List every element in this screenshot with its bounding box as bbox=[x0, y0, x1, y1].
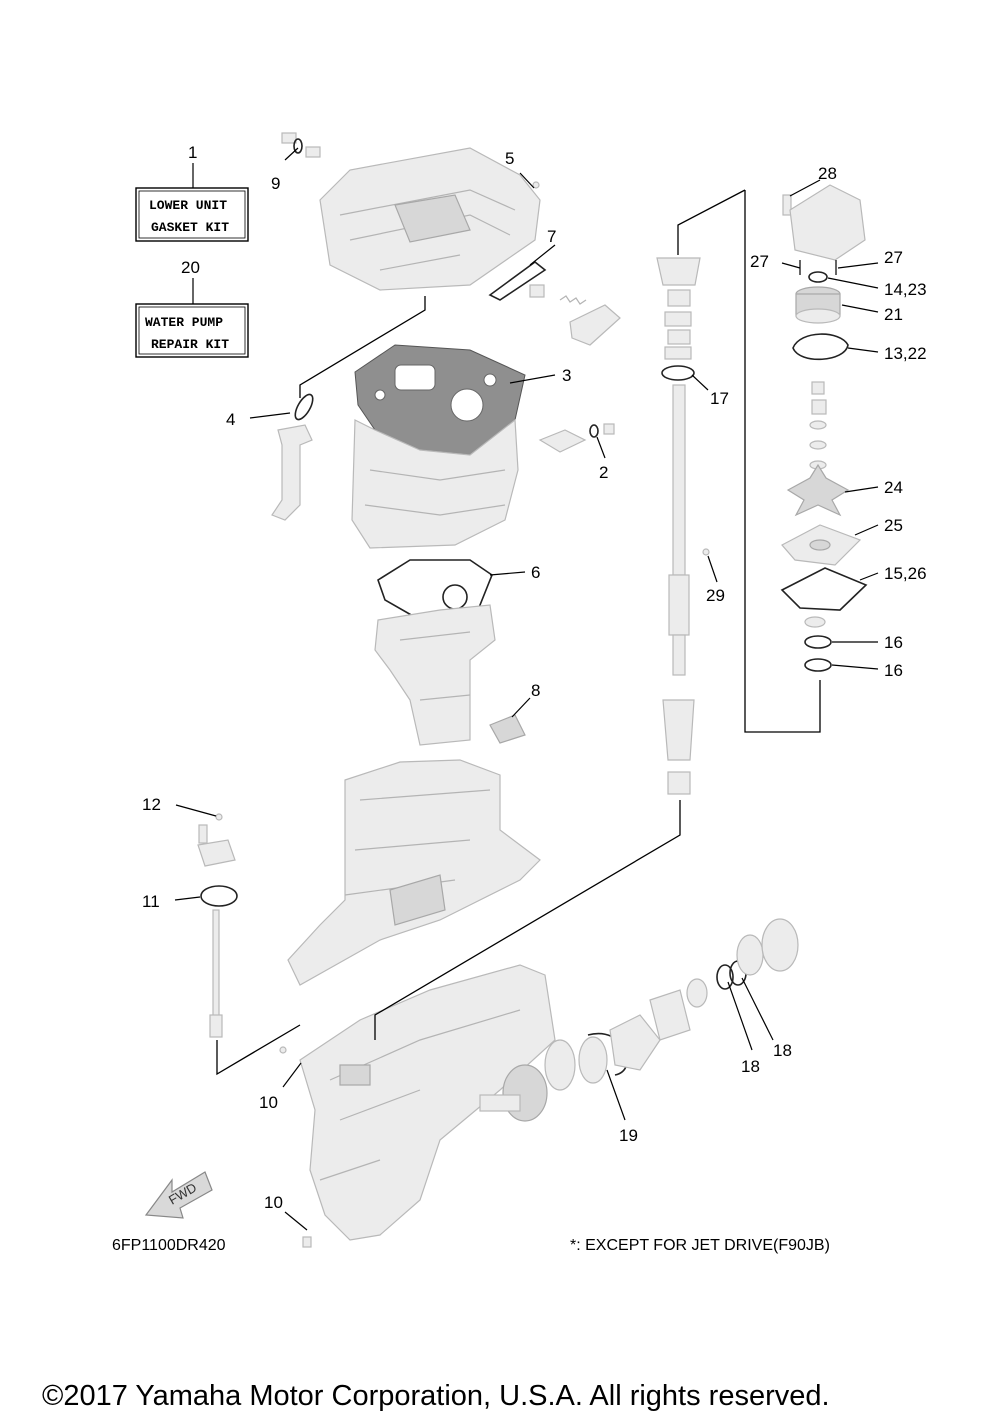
callout-numbers: 9 5 7 3 4 2 6 8 12 11 10 10 17 29 19 18 … bbox=[142, 149, 927, 1212]
lower-unit-kit-line1: LOWER UNIT bbox=[149, 198, 227, 213]
callout-16-lower: 16 bbox=[884, 661, 903, 680]
plate-25-part bbox=[781, 524, 862, 566]
callout-13-22: 13,22 bbox=[884, 344, 927, 363]
callout-20: 20 bbox=[181, 258, 200, 277]
callout-14-23: 14,23 bbox=[884, 280, 927, 299]
gasket-3-part bbox=[354, 344, 526, 456]
seal-16-part bbox=[804, 616, 832, 672]
leader-lines bbox=[174, 147, 879, 1231]
callout-21: 21 bbox=[884, 305, 903, 324]
callout-9: 9 bbox=[271, 174, 280, 193]
shift-rod-part bbox=[197, 813, 238, 1038]
callout-10-upper: 10 bbox=[259, 1093, 278, 1112]
pinion-gear-part bbox=[479, 1064, 548, 1122]
water-pump-repair-kit-label: 20 WATER PUMP REPAIR KIT bbox=[135, 258, 249, 358]
lower-case-part bbox=[299, 964, 556, 1241]
exhaust-guide-part bbox=[374, 604, 496, 746]
callout-2: 2 bbox=[599, 463, 608, 482]
callout-8: 8 bbox=[531, 681, 540, 700]
callout-27-right: 27 bbox=[884, 248, 903, 267]
lower-unit-gasket-kit-label: 1 LOWER UNIT GASKET KIT bbox=[135, 143, 249, 242]
callout-25: 25 bbox=[884, 516, 903, 535]
callout-3: 3 bbox=[562, 366, 571, 385]
bracket-7-part bbox=[488, 260, 621, 346]
lower-unit-kit-line2: GASKET KIT bbox=[151, 220, 229, 235]
callout-4: 4 bbox=[226, 410, 235, 429]
callout-1: 1 bbox=[188, 143, 197, 162]
drive-shaft-part bbox=[656, 257, 710, 795]
callout-10-lower: 10 bbox=[264, 1193, 283, 1212]
callout-19: 19 bbox=[619, 1126, 638, 1145]
callout-27-left: 27 bbox=[750, 252, 769, 271]
bolt-10-part bbox=[279, 1046, 312, 1248]
callout-18-left: 18 bbox=[741, 1057, 760, 1076]
water-pump-housing-part bbox=[782, 184, 866, 470]
callout-5: 5 bbox=[505, 149, 514, 168]
water-pump-kit-line2: REPAIR KIT bbox=[151, 337, 229, 352]
water-pump-kit-line1: WATER PUMP bbox=[145, 315, 223, 330]
callout-29: 29 bbox=[706, 586, 725, 605]
middle-housing-part bbox=[351, 418, 519, 549]
upper-casing-part bbox=[319, 147, 541, 291]
fwd-arrow-icon: FWD bbox=[144, 1171, 213, 1219]
propeller-shaft-parts bbox=[544, 918, 799, 1091]
callout-15-26: 15,26 bbox=[884, 564, 927, 583]
callout-7: 7 bbox=[547, 227, 556, 246]
copyright-notice: ©2017 Yamaha Motor Corporation, U.S.A. A… bbox=[42, 1380, 830, 1412]
callout-6: 6 bbox=[531, 563, 540, 582]
screw-5-part bbox=[532, 181, 540, 189]
diagram-code: 6FP1100DR420 bbox=[112, 1237, 226, 1254]
plug-2-part bbox=[538, 423, 615, 453]
callout-12: 12 bbox=[142, 795, 161, 814]
callout-11: 11 bbox=[142, 892, 160, 911]
gasket-15-26-part bbox=[780, 567, 868, 611]
callout-16-upper: 16 bbox=[884, 633, 903, 652]
assembly-connector-lines bbox=[216, 189, 821, 1076]
gear-case-upper-part bbox=[287, 759, 541, 986]
callout-18-right: 18 bbox=[773, 1041, 792, 1060]
callout-24: 24 bbox=[884, 478, 903, 497]
callout-28: 28 bbox=[818, 164, 837, 183]
bolt-9-part bbox=[281, 132, 321, 158]
impeller-24-part bbox=[786, 463, 850, 517]
footnote: *: EXCEPT FOR JET DRIVE(F90JB) bbox=[570, 1237, 830, 1254]
damper-8-part bbox=[489, 714, 526, 744]
water-tube-4-part bbox=[271, 393, 314, 521]
callout-17: 17 bbox=[710, 389, 729, 408]
